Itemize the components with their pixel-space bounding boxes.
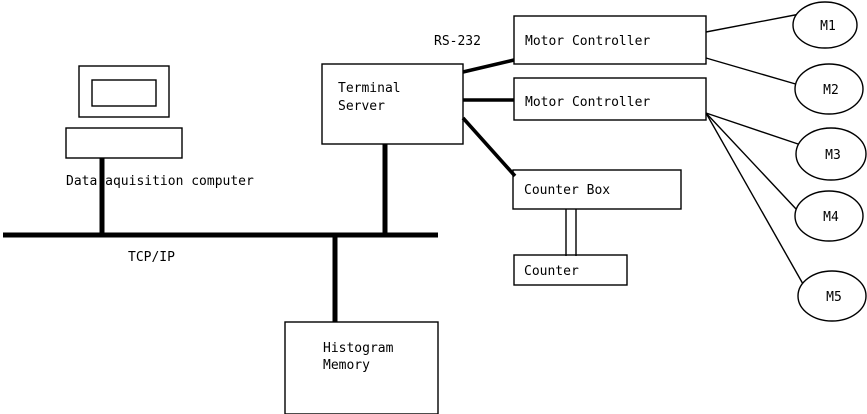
motor-node-m4 (794, 190, 864, 242)
counter-box-box (512, 169, 682, 210)
motor-node-m3 (795, 127, 867, 181)
link-motor-controller-2-to-m4 (705, 112, 798, 211)
monitor-screen (91, 79, 157, 107)
terminal-server-label-line2: Server (338, 99, 385, 114)
link-terminal-server-to-counter-box (461, 116, 517, 178)
motor-node-m1 (792, 1, 858, 49)
histogram-memory-label-line1: Histogram (323, 341, 394, 356)
motor-controller-2-label: Motor Controller (525, 95, 650, 110)
motor-label-m3: M3 (825, 148, 841, 163)
tcpip-bus-label: TCP/IP (128, 250, 175, 265)
link-terminal-server-to-motor-controller-1 (462, 58, 515, 74)
link-motor-controller-2-to-m3 (705, 112, 802, 146)
histogram-memory-box (284, 321, 439, 414)
motor-controller-1-box (513, 15, 707, 65)
counter-box-label: Counter Box (524, 183, 610, 198)
terminal-server-label-line1: Terminal (338, 81, 401, 96)
counter-label: Counter (524, 264, 579, 279)
motor-node-m2 (794, 63, 864, 115)
motor-node-m5 (797, 270, 867, 322)
motor-controller-1-label: Motor Controller (525, 34, 650, 49)
rs232-link-label: RS-232 (434, 34, 481, 49)
motor-label-m1: M1 (820, 19, 836, 34)
motor-label-m2: M2 (823, 83, 839, 98)
counter-box (513, 254, 628, 286)
terminal-server-box (321, 63, 464, 145)
histogram-memory-label-line2: Memory (323, 358, 370, 373)
link-motor-controller-1-to-m2 (705, 57, 800, 86)
link-motor-controller-1-to-m1 (705, 13, 801, 33)
computer-base-unit (65, 127, 183, 159)
motor-label-m5: M5 (826, 290, 842, 305)
link-motor-controller-2-to-m5 (705, 112, 804, 285)
motor-label-m4: M4 (823, 210, 839, 225)
data-acquisition-computer-caption: Data aquisition computer (66, 174, 254, 189)
